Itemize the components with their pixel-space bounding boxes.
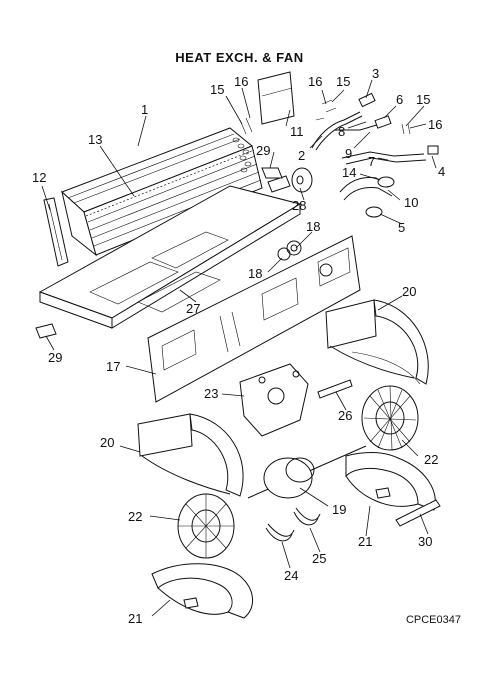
coil-support-strip (43, 197, 69, 267)
plug (291, 167, 313, 193)
callout-2: 2 (298, 148, 305, 163)
strap-right (293, 507, 321, 526)
callout-18-lower: 18 (248, 266, 262, 281)
scroll-housing-lower-right (345, 452, 436, 511)
callout-16-coil: 16 (234, 74, 248, 89)
callout-27: 27 (186, 301, 200, 316)
blower-wheel-left (177, 493, 235, 559)
callout-24: 24 (284, 568, 298, 583)
rear-panel (147, 235, 361, 403)
callout-15-right: 15 (416, 92, 430, 107)
filter-strip (395, 499, 441, 527)
top-bracket (257, 71, 295, 125)
scroll-housing-upper-left (137, 413, 244, 497)
callout-9: 9 (345, 146, 352, 161)
pad-lower (35, 323, 57, 339)
mounting-rail (317, 379, 353, 399)
callout-30: 30 (418, 534, 432, 549)
callout-25: 25 (312, 551, 326, 566)
callout-15-coil: 15 (210, 82, 224, 97)
callout-14: 14 (342, 165, 356, 180)
callout-10: 10 (404, 195, 418, 210)
callout-8: 8 (338, 124, 345, 139)
callout-16-center: 16 (308, 74, 322, 89)
callout-26: 26 (338, 408, 352, 423)
callout-22-right: 22 (424, 452, 438, 467)
callout-23: 23 (204, 386, 218, 401)
callout-5: 5 (398, 220, 405, 235)
callout-16-right: 16 (428, 117, 442, 132)
callout-21-right: 21 (358, 534, 372, 549)
scroll-housing-upper-right (325, 299, 429, 385)
callout-7: 7 (368, 154, 375, 169)
callout-3: 3 (372, 66, 379, 81)
callout-20-right: 20 (402, 284, 416, 299)
drawing-code: CPCE0347 (405, 614, 461, 626)
blower-wheel-right (361, 385, 419, 451)
callout-29-upper: 29 (256, 143, 270, 158)
leader-lines (41, 79, 437, 617)
refrigerant-piping (239, 92, 439, 218)
drain-pan (38, 185, 302, 329)
callout-15-center: 15 (336, 74, 350, 89)
callout-21-left: 21 (128, 611, 142, 626)
callout-28: 28 (292, 198, 306, 213)
motor-mount (239, 363, 309, 437)
callout-12: 12 (32, 170, 46, 185)
callout-18-upper: 18 (306, 219, 320, 234)
callout-1: 1 (141, 102, 148, 117)
pad-upper (261, 167, 283, 179)
callout-13: 13 (88, 132, 102, 147)
callout-20-left: 20 (100, 435, 114, 450)
callout-19: 19 (332, 502, 346, 517)
strap-left (265, 523, 295, 542)
scroll-housing-lower-left (151, 563, 253, 619)
callout-29-lower: 29 (48, 350, 62, 365)
callout-4: 4 (438, 164, 445, 179)
callout-17: 17 (106, 359, 120, 374)
heat-exchanger-coil (61, 127, 263, 257)
callout-labels: 1 2 3 4 5 6 7 8 9 10 11 12 13 14 15 15 1… (32, 66, 445, 626)
callout-6: 6 (396, 92, 403, 107)
callout-11: 11 (290, 124, 304, 139)
diagram-title: HEAT EXCH. & FAN (175, 50, 304, 65)
callout-22-left: 22 (128, 509, 142, 524)
